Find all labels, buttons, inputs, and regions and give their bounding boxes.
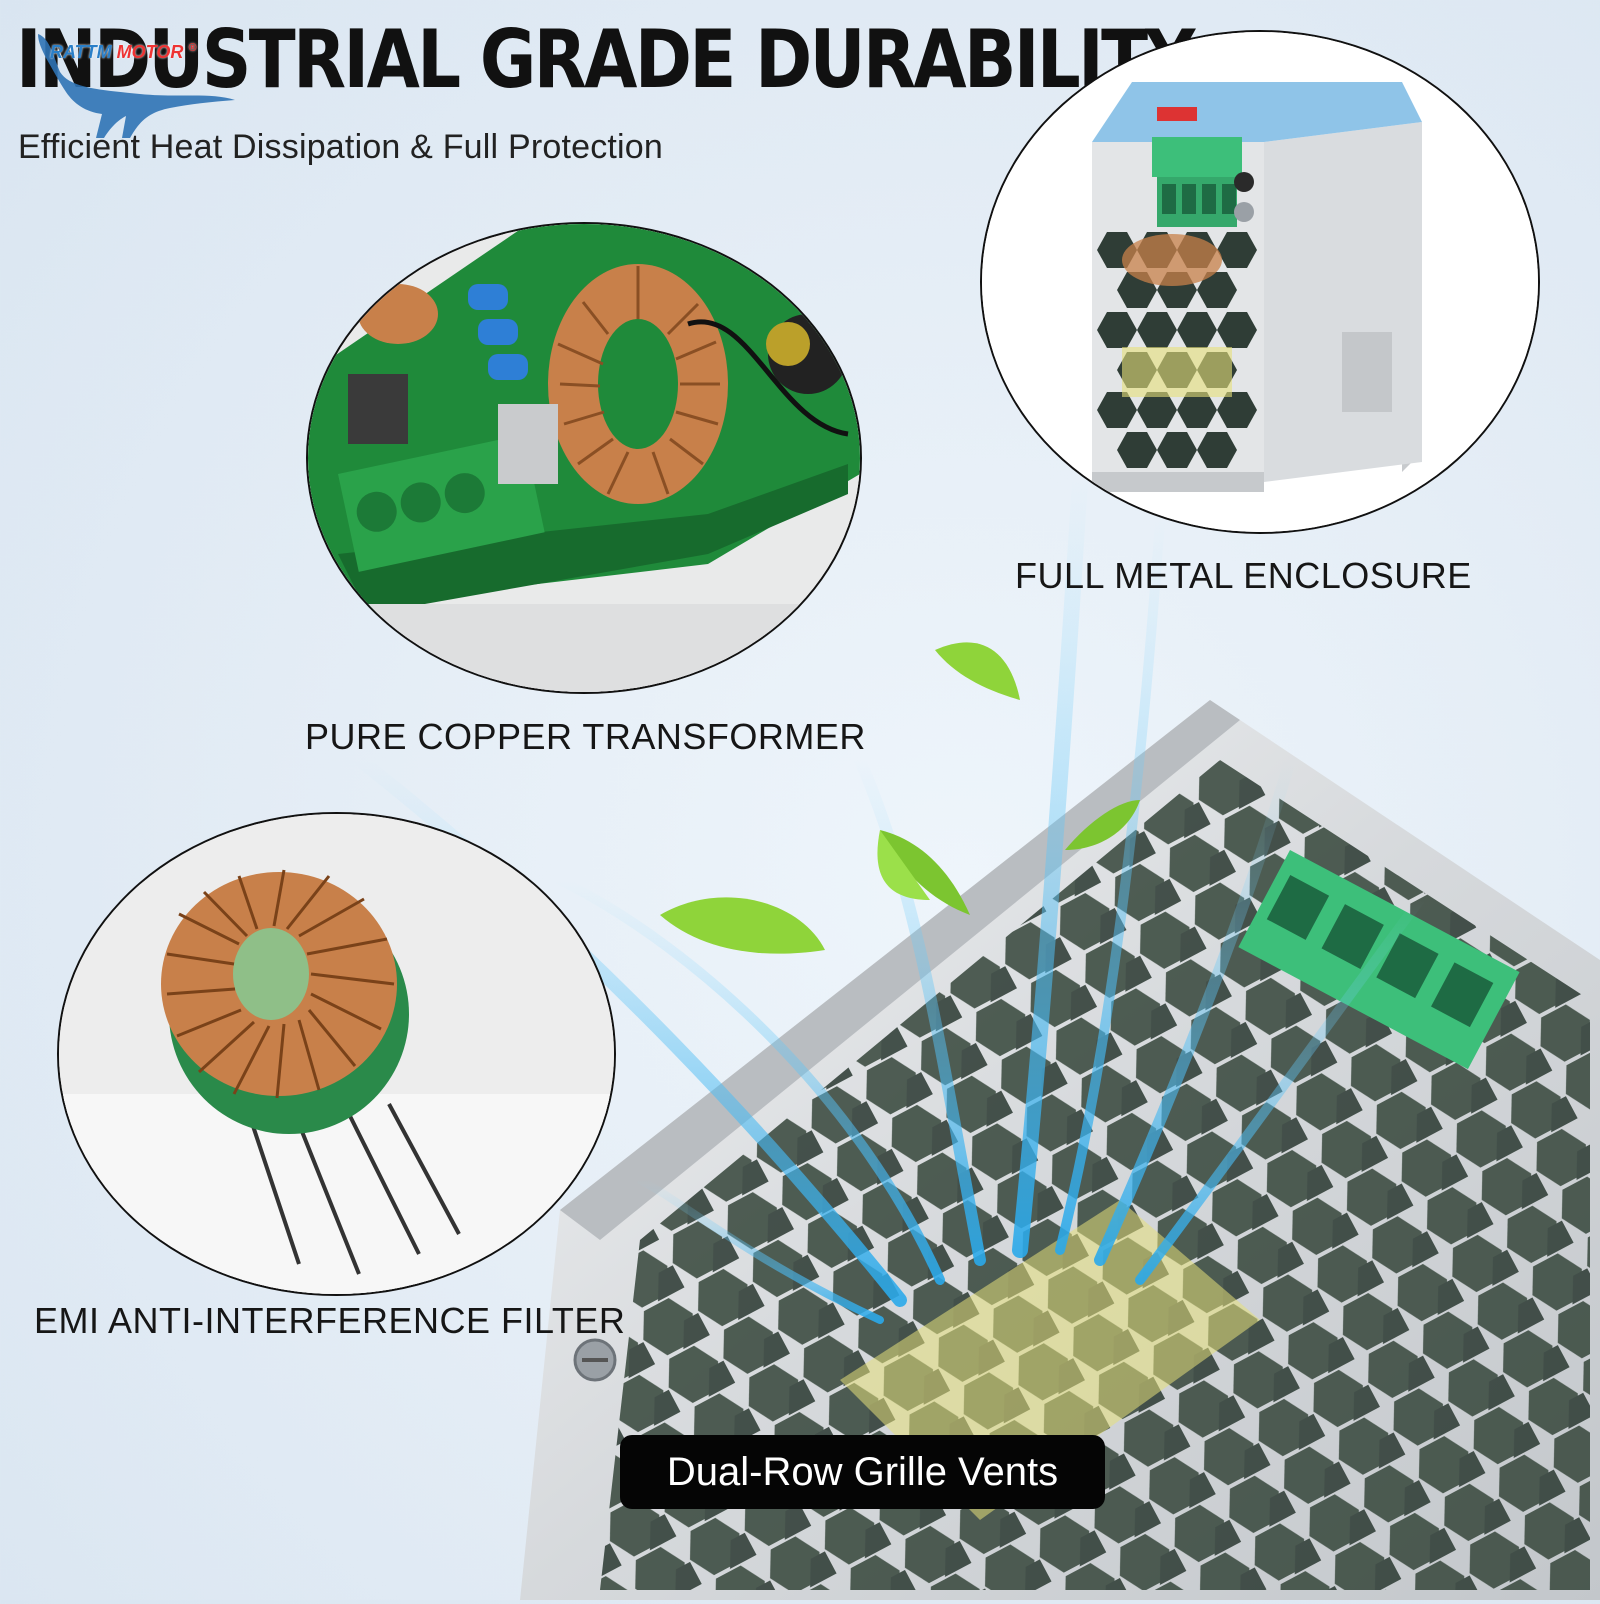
feature-label-metal-enclosure: FULL METAL ENCLOSURE <box>1015 555 1472 596</box>
dinosaur-logo-icon <box>38 34 235 138</box>
feature-image-copper-transformer <box>306 222 862 694</box>
grille-vents-badge: Dual-Row Grille Vents <box>620 1435 1105 1509</box>
logo-brand-part1: RATTM <box>50 42 112 62</box>
toroid-coil <box>161 869 397 1099</box>
brand-logo: RATTM MOTOR ® <box>30 28 250 148</box>
leaf-icons <box>660 642 1140 954</box>
feature-image-emi-filter <box>57 812 616 1296</box>
airflow-streaks <box>353 472 1425 1324</box>
logo-registered-mark: ® <box>188 42 197 54</box>
feature-label-emi-filter: EMI ANTI-INTERFERENCE FILTER <box>34 1300 626 1341</box>
feature-image-metal-enclosure <box>980 30 1540 534</box>
logo-brand-part2: MOTOR <box>116 42 184 62</box>
feature-label-copper-transformer: PURE COPPER TRANSFORMER <box>305 716 866 757</box>
copper-toroid <box>548 264 728 504</box>
page-title: INDUSTRIAL GRADE DURABILITY <box>16 13 1195 106</box>
